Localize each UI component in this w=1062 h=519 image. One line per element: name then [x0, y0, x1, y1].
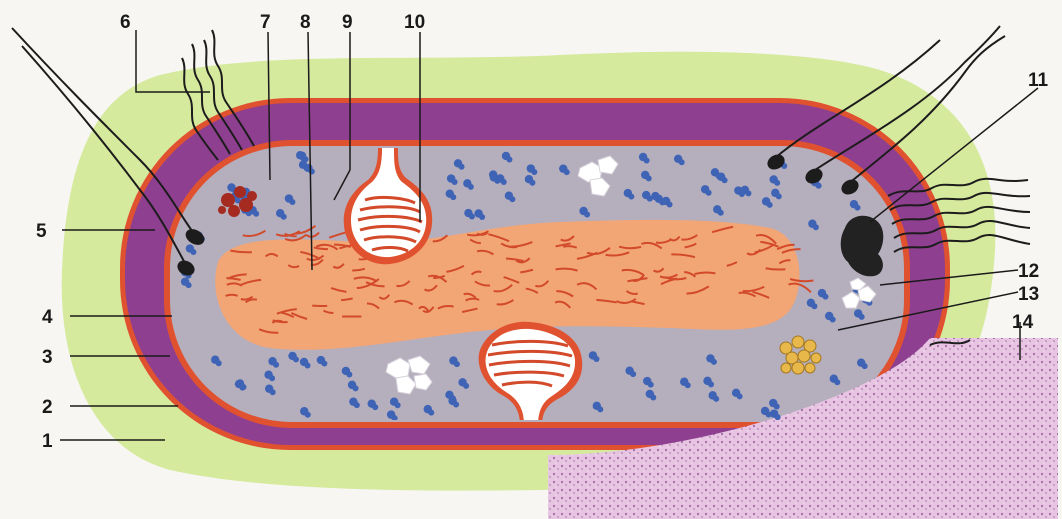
label-6: 6 [120, 12, 131, 33]
label-3: 3 [42, 347, 53, 368]
label-1: 1 [42, 431, 53, 452]
label-14: 14 [1012, 312, 1034, 333]
label-9: 9 [342, 12, 353, 33]
label-8: 8 [300, 12, 311, 33]
dna-strand [226, 295, 238, 296]
label-5: 5 [36, 221, 47, 242]
label-11: 11 [1028, 70, 1049, 91]
label-10: 10 [404, 12, 425, 33]
label-2: 2 [42, 397, 53, 418]
label-12: 12 [1018, 261, 1039, 282]
label-4: 4 [42, 307, 53, 328]
label-13: 13 [1018, 284, 1039, 305]
label-7: 7 [260, 12, 271, 33]
